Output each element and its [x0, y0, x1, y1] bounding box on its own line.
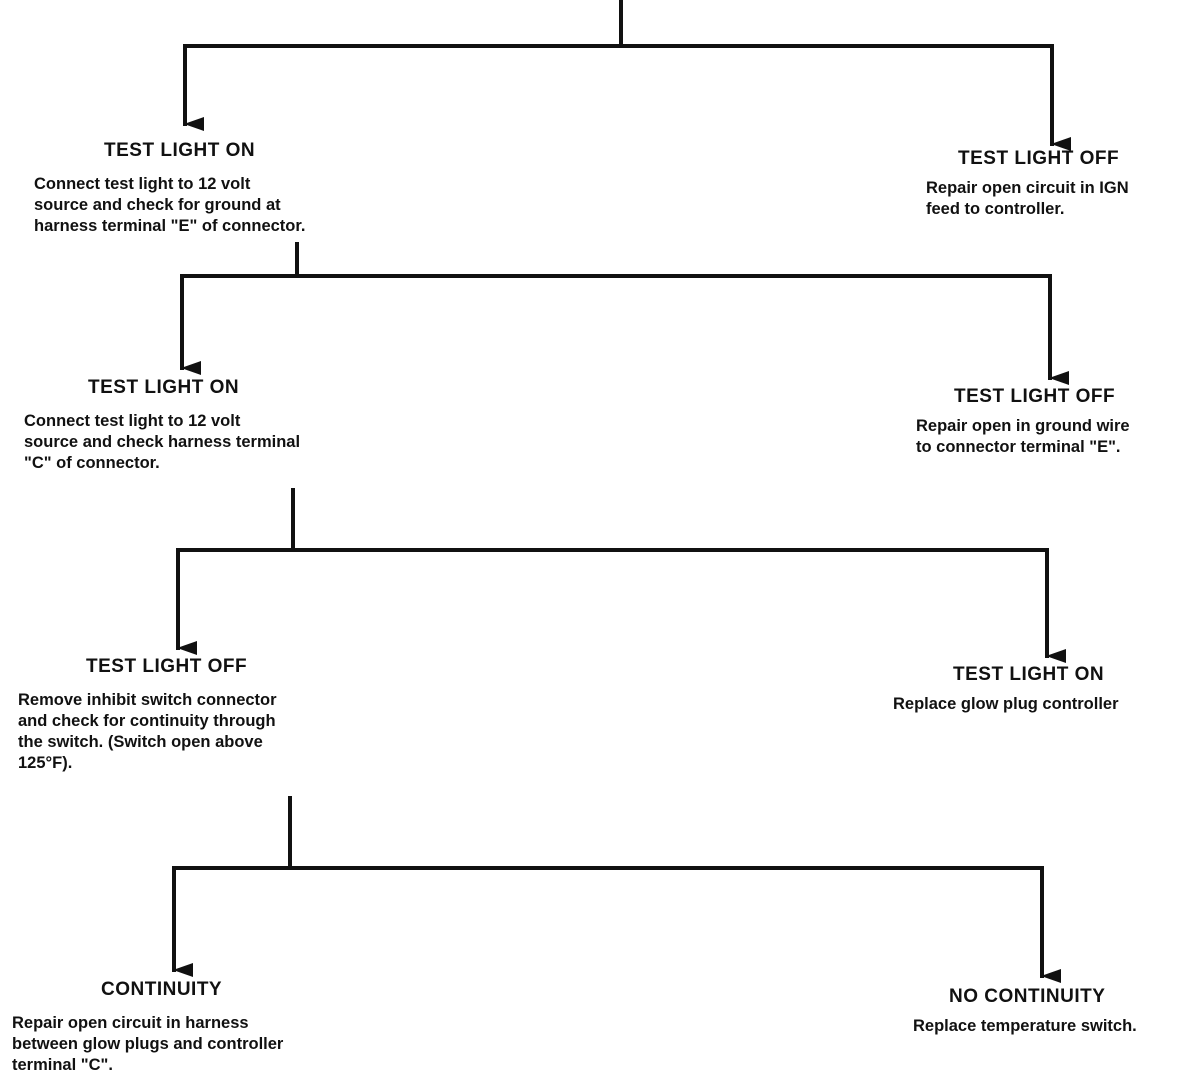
node-body: Repair open circuit in IGN feed to contr… [926, 179, 1129, 218]
node-body: Repair open circuit in harness between g… [12, 1014, 284, 1074]
node-no-continuity: NO CONTINUITY Replace temperature switch… [913, 986, 1198, 1037]
node-heading: TEST LIGHT OFF [86, 656, 248, 677]
node-heading: TEST LIGHT OFF [958, 148, 1120, 169]
node-body: Connect test light to 12 volt source and… [24, 412, 301, 472]
node-body: Repair open in ground wire to connector … [916, 417, 1130, 456]
node-test-light-on-terminal-c: TEST LIGHT ON Connect test light to 12 v… [24, 377, 404, 474]
node-test-light-on-ground-check: TEST LIGHT ON Connect test light to 12 v… [34, 140, 414, 237]
node-body: Remove inhibit switch connector and chec… [18, 691, 277, 772]
node-test-light-off-ground-wire: TEST LIGHT OFF Repair open in ground wir… [916, 386, 1196, 458]
node-body: Connect test light to 12 volt source and… [34, 175, 306, 235]
node-heading: NO CONTINUITY [949, 986, 1106, 1007]
node-heading: TEST LIGHT ON [953, 664, 1105, 685]
node-heading: CONTINUITY [101, 979, 223, 1000]
node-heading: TEST LIGHT ON [104, 140, 256, 161]
node-body: Replace temperature switch. [913, 1017, 1137, 1035]
node-test-light-on-replace-controller: TEST LIGHT ON Replace glow plug controll… [893, 664, 1193, 715]
node-test-light-off-ign-feed: TEST LIGHT OFF Repair open circuit in IG… [926, 148, 1196, 220]
node-body: Replace glow plug controller [893, 695, 1119, 713]
node-heading: TEST LIGHT ON [88, 377, 240, 398]
node-heading: TEST LIGHT OFF [954, 386, 1116, 407]
node-test-light-off-inhibit-switch: TEST LIGHT OFF Remove inhibit switch con… [18, 656, 398, 774]
node-continuity: CONTINUITY Repair open circuit in harnes… [12, 979, 392, 1076]
